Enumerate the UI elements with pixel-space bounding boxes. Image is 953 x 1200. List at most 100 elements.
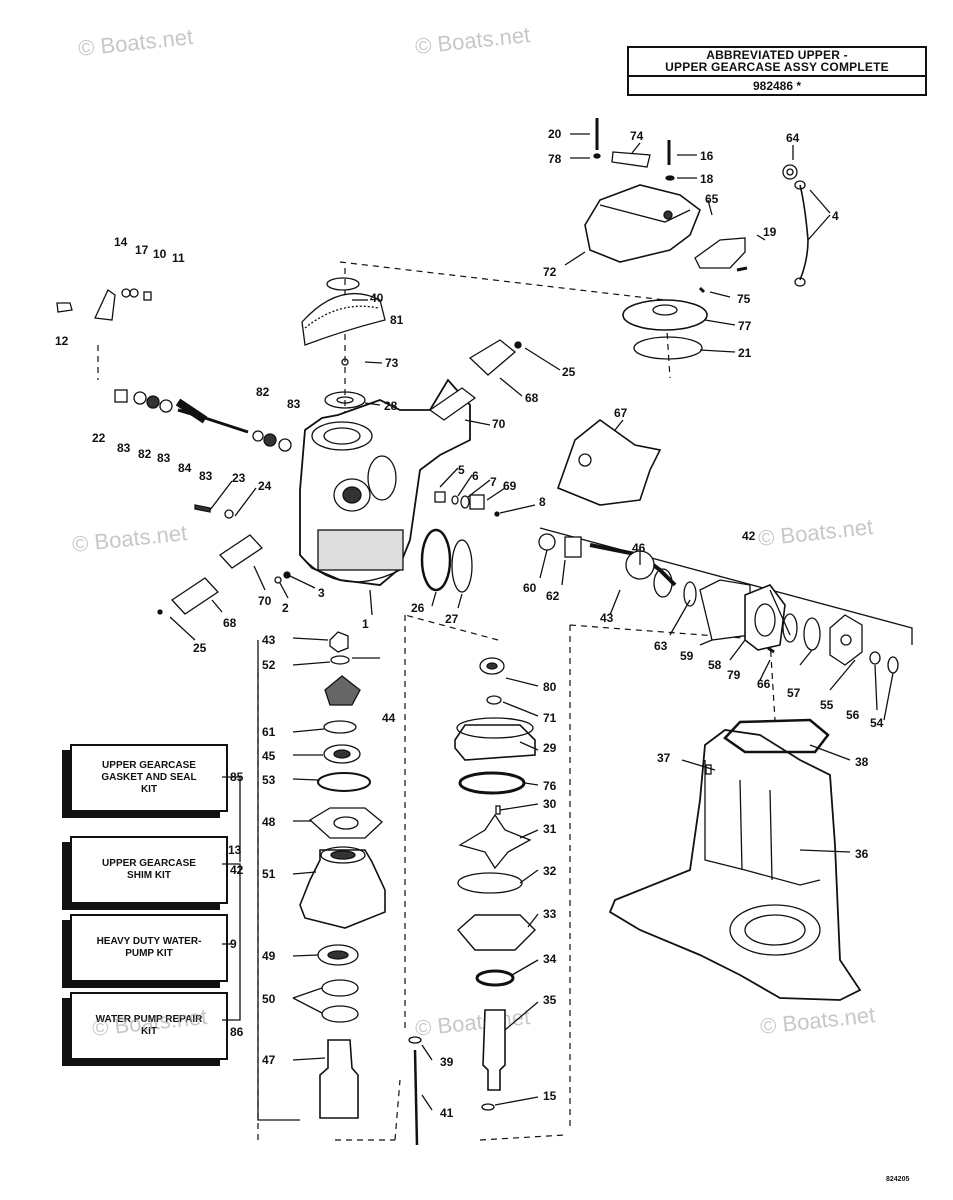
part-label[interactable]: 82 xyxy=(138,447,152,461)
part-label[interactable]: 29 xyxy=(543,741,557,755)
part-label[interactable]: 83 xyxy=(287,397,301,411)
part-label[interactable]: 76 xyxy=(543,779,557,793)
part-label[interactable]: 8 xyxy=(539,495,546,509)
part-label[interactable]: 30 xyxy=(543,797,557,811)
part-label[interactable]: 42 xyxy=(742,529,756,543)
part-label[interactable]: 70 xyxy=(492,417,506,431)
part-label[interactable]: 57 xyxy=(787,686,801,700)
part-label[interactable]: 25 xyxy=(193,641,207,655)
part-label[interactable]: 83 xyxy=(117,441,131,455)
part-label[interactable]: 39 xyxy=(440,1055,454,1069)
part-label[interactable]: 42 xyxy=(230,863,244,877)
part-label[interactable]: 43 xyxy=(262,633,276,647)
part-label[interactable]: 27 xyxy=(445,612,459,626)
kit-shim[interactable]: UPPER GEARCASE SHIM KIT xyxy=(70,836,228,904)
part-label[interactable]: 62 xyxy=(546,589,560,603)
part-label[interactable]: 68 xyxy=(223,616,237,630)
part-label[interactable]: 49 xyxy=(262,949,276,963)
part-label[interactable]: 24 xyxy=(258,479,272,493)
part-label[interactable]: 46 xyxy=(632,541,646,555)
part-label[interactable]: 55 xyxy=(820,698,834,712)
part-label[interactable]: 68 xyxy=(525,391,539,405)
part-label[interactable]: 14 xyxy=(114,235,128,249)
part-label[interactable]: 26 xyxy=(411,601,425,615)
part-label[interactable]: 84 xyxy=(178,461,192,475)
part-label[interactable]: 25 xyxy=(562,365,576,379)
part-label[interactable]: 18 xyxy=(700,172,714,186)
kit-gasket-seal[interactable]: UPPER GEARCASE GASKET AND SEAL KIT xyxy=(70,744,228,812)
part-label[interactable]: 16 xyxy=(700,149,714,163)
part-label[interactable]: 71 xyxy=(543,711,557,725)
part-label[interactable]: 58 xyxy=(708,658,722,672)
part-label[interactable]: 66 xyxy=(757,677,771,691)
part-label[interactable]: 53 xyxy=(262,773,276,787)
part-label[interactable]: 44 xyxy=(382,711,396,725)
part-label[interactable]: 19 xyxy=(763,225,777,239)
part-label[interactable]: 70 xyxy=(258,594,272,608)
part-label[interactable]: 85 xyxy=(230,770,244,784)
part-label[interactable]: 59 xyxy=(680,649,694,663)
kit-water-pump-repair[interactable]: WATER PUMP REPAIR KIT xyxy=(70,992,228,1060)
part-label[interactable]: 22 xyxy=(92,431,106,445)
part-label[interactable]: 48 xyxy=(262,815,276,829)
part-label[interactable]: 1 xyxy=(362,617,369,631)
part-label[interactable]: 50 xyxy=(262,992,276,1006)
part-label[interactable]: 11 xyxy=(172,251,185,265)
part-label[interactable]: 37 xyxy=(657,751,671,765)
part-label[interactable]: 36 xyxy=(855,847,869,861)
part-label[interactable]: 65 xyxy=(705,192,719,206)
part-label[interactable]: 63 xyxy=(654,639,668,653)
part-label[interactable]: 75 xyxy=(737,292,751,306)
part-label[interactable]: 9 xyxy=(230,937,237,951)
part-label[interactable]: 74 xyxy=(630,129,644,143)
part-label[interactable]: 33 xyxy=(543,907,557,921)
part-label[interactable]: 15 xyxy=(543,1089,557,1103)
part-label[interactable]: 43 xyxy=(600,611,614,625)
part-label[interactable]: 64 xyxy=(786,131,800,145)
part-label[interactable]: 7 xyxy=(490,475,497,489)
part-label[interactable]: 51 xyxy=(262,867,276,881)
part-label[interactable]: 41 xyxy=(440,1106,454,1120)
part-label[interactable]: 35 xyxy=(543,993,557,1007)
part-label[interactable]: 31 xyxy=(543,822,557,836)
part-label[interactable]: 78 xyxy=(548,152,562,166)
part-label[interactable]: 47 xyxy=(262,1053,276,1067)
part-label[interactable]: 60 xyxy=(523,581,537,595)
part-label[interactable]: 23 xyxy=(232,471,246,485)
part-label[interactable]: 80 xyxy=(543,680,557,694)
part-label[interactable]: 32 xyxy=(543,864,557,878)
part-label[interactable]: 21 xyxy=(738,346,752,360)
part-label[interactable]: 56 xyxy=(846,708,860,722)
part-label[interactable]: 79 xyxy=(727,668,741,682)
part-label[interactable]: 83 xyxy=(199,469,213,483)
part-label[interactable]: 6 xyxy=(472,469,479,483)
part-label[interactable]: 61 xyxy=(262,725,276,739)
part-label[interactable]: 10 xyxy=(153,247,167,261)
part-label[interactable]: 83 xyxy=(157,451,171,465)
part-label[interactable]: 52 xyxy=(262,658,276,672)
part-label[interactable]: 45 xyxy=(262,749,276,763)
part-label[interactable]: 4 xyxy=(832,209,839,223)
part-label[interactable]: 5 xyxy=(458,463,465,477)
part-label[interactable]: 28 xyxy=(384,399,398,413)
part-label[interactable]: 13 xyxy=(228,843,242,857)
part-label[interactable]: 40 xyxy=(370,291,384,305)
part-label[interactable]: 81 xyxy=(390,313,404,327)
part-label[interactable]: 72 xyxy=(543,265,557,279)
part-label[interactable]: 20 xyxy=(548,127,562,141)
part-label[interactable]: 54 xyxy=(870,716,884,730)
kit-heavy-duty-water-pump[interactable]: HEAVY DUTY WATER-PUMP KIT xyxy=(70,914,228,982)
part-label[interactable]: 17 xyxy=(135,243,149,257)
part-label[interactable]: 2 xyxy=(282,601,289,615)
part-label[interactable]: 38 xyxy=(855,755,869,769)
part-label[interactable]: 86 xyxy=(230,1025,244,1039)
part-label[interactable]: 77 xyxy=(738,319,752,333)
part-label[interactable]: 67 xyxy=(614,406,628,420)
part-label[interactable]: 12 xyxy=(55,334,69,348)
part-label[interactable]: 3 xyxy=(318,586,325,600)
part-label[interactable]: 82 xyxy=(256,385,270,399)
part-label[interactable]: 69 xyxy=(503,479,517,493)
title-box-header: ABBREVIATED UPPER - UPPER GEARCASE ASSY … xyxy=(629,48,925,77)
part-label[interactable]: 73 xyxy=(385,356,399,370)
part-label[interactable]: 34 xyxy=(543,952,557,966)
